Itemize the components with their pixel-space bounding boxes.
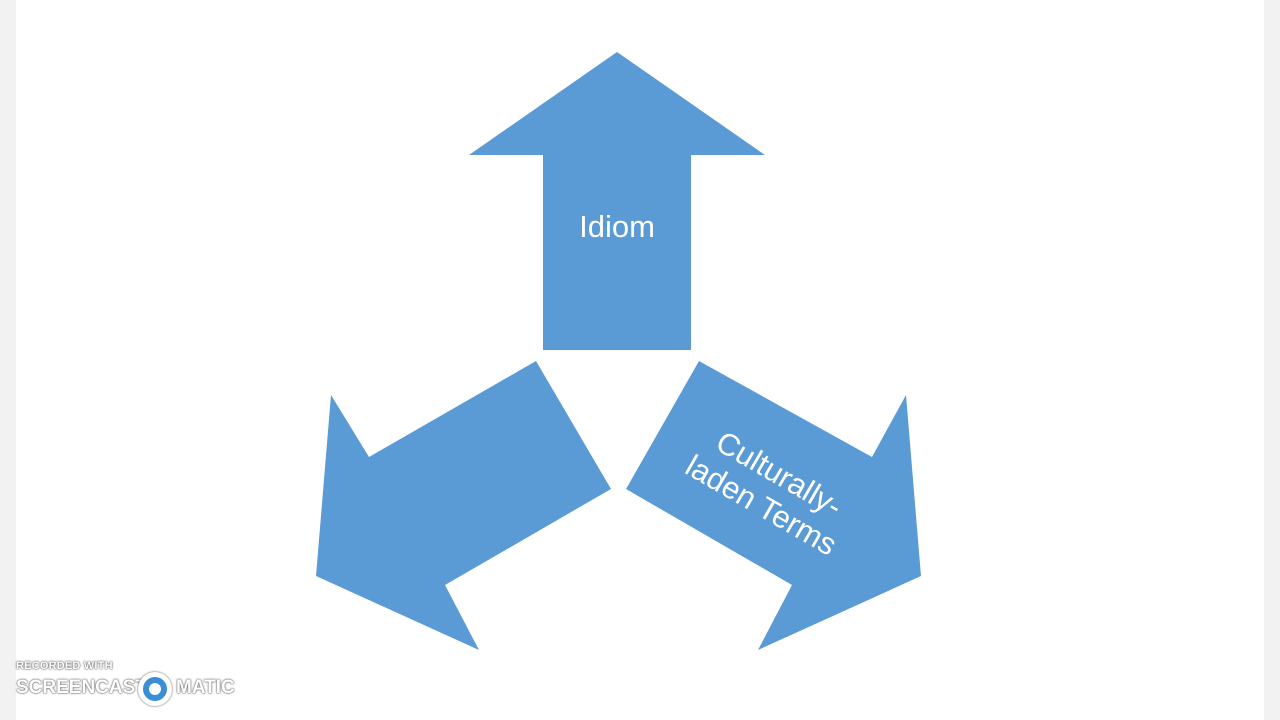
right-margin-band bbox=[1264, 0, 1280, 720]
arrow-down-left bbox=[316, 361, 611, 650]
watermark-brand-left: SCREENCAST bbox=[16, 677, 147, 698]
screencast-o-matic-logo-icon bbox=[138, 672, 172, 706]
watermark-recorded-with: RECORDED WITH bbox=[16, 660, 113, 672]
left-margin-band bbox=[0, 0, 16, 720]
arrow-down-right: Culturally- laden Terms bbox=[626, 361, 921, 650]
screencast-watermark: RECORDED WITH SCREENCAST MATIC bbox=[14, 660, 244, 710]
arrow-up: Idiom bbox=[469, 52, 765, 350]
arrow-up-label: Idiom bbox=[579, 209, 655, 244]
watermark-brand-right: MATIC bbox=[176, 677, 235, 698]
